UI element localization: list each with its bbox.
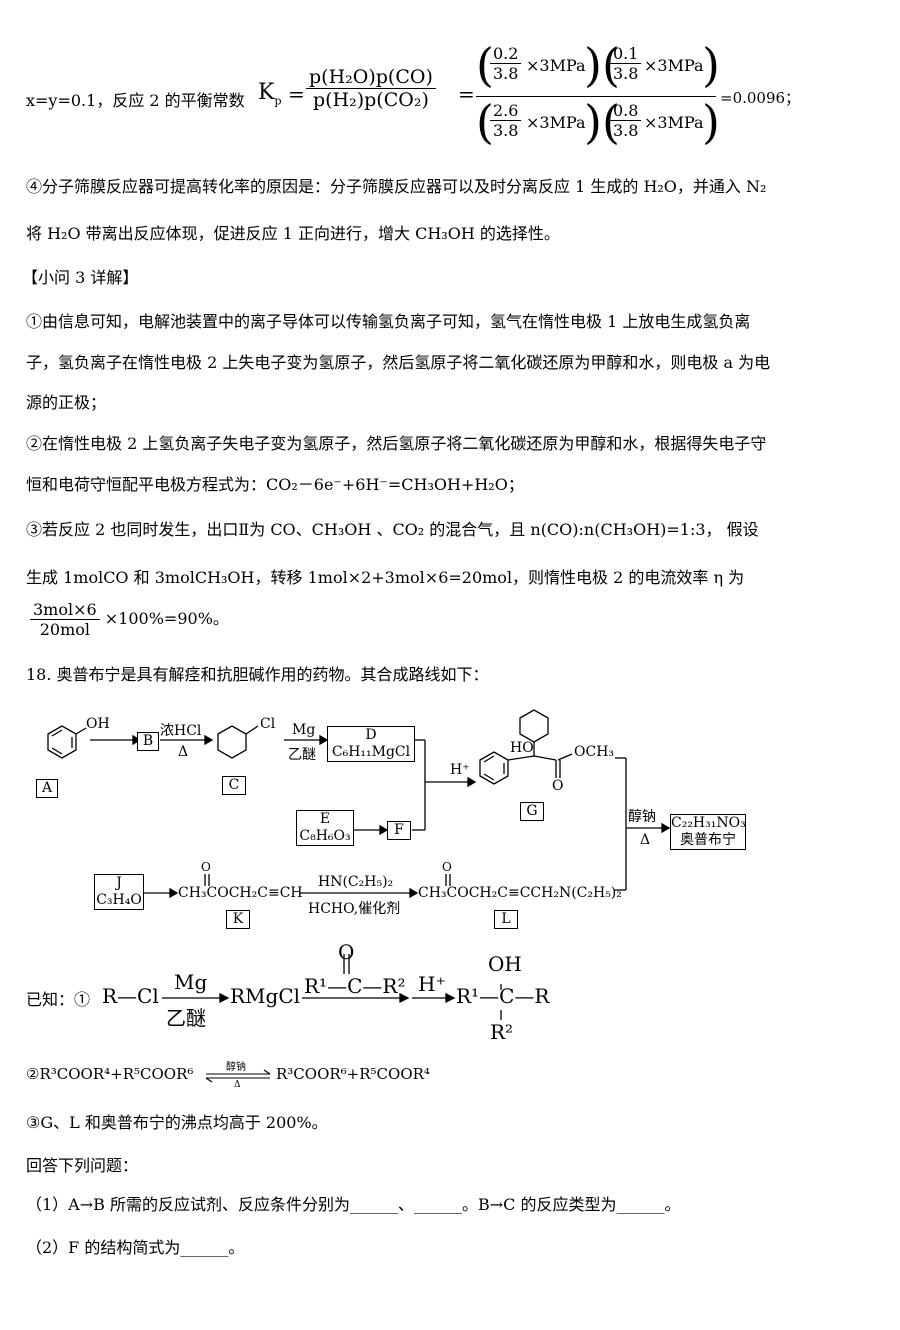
- k-o-label: O: [201, 860, 211, 874]
- q18-intro: 18. 奥普布宁是具有解痉和抗胆碱作用的药物。其合成路线如下：: [26, 665, 489, 684]
- k1-rmgcl: RMgCl: [230, 984, 301, 1008]
- para-4-line1: ④分子筛膜反应器可提高转化率的原因是：分子筛膜反应器可以及时分离反应 1 生成的…: [26, 177, 767, 196]
- compound-b-box: B: [137, 732, 159, 751]
- k2-delta: Δ: [234, 1080, 241, 1090]
- k2-right: R³COOR⁶+R⁵COOR⁴: [276, 1065, 430, 1083]
- k1-rcl: R—Cl: [102, 984, 159, 1008]
- cond-hcl: 浓HCl: [160, 723, 202, 739]
- k1-oh: OH: [488, 952, 522, 976]
- cond-mg: Mg: [292, 722, 316, 738]
- compound-e-box: E C₈H₆O₃: [296, 810, 354, 846]
- k1-ketone: R¹—C—R²: [304, 974, 406, 998]
- q3-p2-line2: 恒和电荷守恒配平电极方程式为：CO₂－6e⁻+6H⁻=CH₃OH+H₂O；: [26, 475, 524, 494]
- compound-g-box: G: [520, 802, 544, 821]
- kp-symbol: Kp: [258, 80, 282, 108]
- och3-label: OCH₃: [574, 744, 615, 760]
- scheme-lines: [47, 709, 671, 899]
- k2-cond: 醇钠: [226, 1062, 246, 1073]
- k1-ether: 乙醚: [166, 1006, 206, 1030]
- oh-label: OH: [86, 716, 110, 732]
- compound-d-box: D C₆H₁₁MgCl: [327, 726, 415, 762]
- section-heading: 【小问 3 详解】: [22, 268, 139, 287]
- known-reaction-1: 已知：① R—Cl Mg 乙醚 RMgCl O R¹—C—R² H⁺ OH R¹…: [26, 940, 886, 1050]
- question-1: （1）A→B 所需的反应试剂、反应条件分别为______、______。B→C …: [26, 1195, 681, 1214]
- k-structure: CH₃COCH₂C≡CH: [178, 885, 303, 901]
- k1-product: R¹—C—R: [456, 984, 550, 1008]
- answer-prompt: 回答下列问题：: [26, 1156, 139, 1175]
- q3-p1-line2: 子，氢负离子在惰性电极 2 上失电子变为氢原子，然后氢原子将二氧化碳还原为甲醇和…: [26, 353, 771, 372]
- cond-sodium-alkoxide: 醇钠: [628, 809, 656, 825]
- compound-a-box: A: [36, 779, 58, 798]
- known-3: ③G、L 和奥普布宁的沸点均高于 200%。: [26, 1113, 328, 1132]
- q3-p3-line2: 生成 1molCO 和 3molCH₃OH，转移 1mol×2+3mol×6=2…: [26, 568, 745, 587]
- q3-p1-line3: 源的正极；: [26, 393, 107, 412]
- l-o-label: O: [442, 860, 452, 874]
- synthesis-scheme: OH A B 浓HCl Δ Cl C Mg 乙醚 D C₆H₁₁MgCl E C…: [0, 690, 900, 940]
- cond-na-delta: Δ: [640, 832, 651, 848]
- kp-result: =0.0096；: [720, 89, 801, 107]
- cond-amine: HN(C₂H₅)₂: [318, 874, 394, 890]
- equilibrium-arrows: [205, 1069, 271, 1083]
- cond-hcho: HCHO,催化剂: [308, 901, 401, 917]
- cond-h-plus: H⁺: [450, 762, 470, 778]
- kp-equation: x=y=0.1，反应 2 的平衡常数 Kp = p(H₂O)p(CO) p(H₂…: [26, 40, 886, 155]
- k2-left: ②R³COOR⁴+R⁵COOR⁶: [26, 1065, 194, 1083]
- q3-p2-line1: ②在惰性电极 2 上氢负离子失电子变为氢原子，然后氢原子将二氧化碳还原为甲醇和水…: [26, 434, 767, 453]
- k1-mg: Mg: [174, 970, 208, 994]
- efficiency-fraction: 3mol×6 20mol ×100%=90%。: [30, 600, 229, 639]
- compound-l-box: L: [494, 910, 518, 929]
- ho-label: HO: [510, 740, 534, 756]
- k1-h-plus: H⁺: [418, 972, 446, 996]
- known-reaction-2: ②R³COOR⁴+R⁵COOR⁶ 醇钠 Δ R³COOR⁶+R⁵COOR⁴: [26, 1062, 886, 1094]
- k1-r2: R²: [490, 1020, 514, 1044]
- known-label: 已知：①: [26, 990, 91, 1009]
- cond-delta: Δ: [178, 744, 189, 760]
- compound-j-box: J C₃H₄O: [94, 874, 144, 910]
- compound-k-box: K: [226, 910, 250, 929]
- q3-p3-line1: ③若反应 2 也同时发生，出口Ⅱ为 CO、CH₃OH 、CO₂ 的混合气，且 n…: [26, 520, 759, 539]
- k1-o: O: [338, 940, 355, 964]
- product-box: C₂₂H₃₁NO₃ 奥普布宁: [670, 814, 746, 850]
- cl-label: Cl: [260, 716, 276, 732]
- kp-ratio: p(H₂O)p(CO) p(H₂)p(CO₂): [306, 66, 436, 111]
- known-arrows: [162, 954, 502, 1020]
- para-4-line2: 将 H₂O 带离出反应体现，促进反应 1 正向进行，增大 CH₃OH 的选择性。: [26, 224, 560, 243]
- compound-c-box: C: [222, 776, 246, 795]
- q3-p1-line1: ①由信息可知，电解池装置中的离子导体可以传输氢负离子可知，氢气在惰性电极 1 上…: [26, 312, 751, 331]
- eq-prefix: x=y=0.1，反应 2 的平衡常数: [26, 91, 245, 110]
- cond-ether: 乙醚: [288, 747, 316, 763]
- g-o-label: O: [552, 778, 564, 794]
- question-2: （2）F 的结构简式为______。: [26, 1238, 245, 1257]
- l-structure: CH₃COCH₂C≡CCH₂N(C₂H₅)₂: [418, 885, 622, 901]
- compound-f-box: F: [387, 821, 411, 840]
